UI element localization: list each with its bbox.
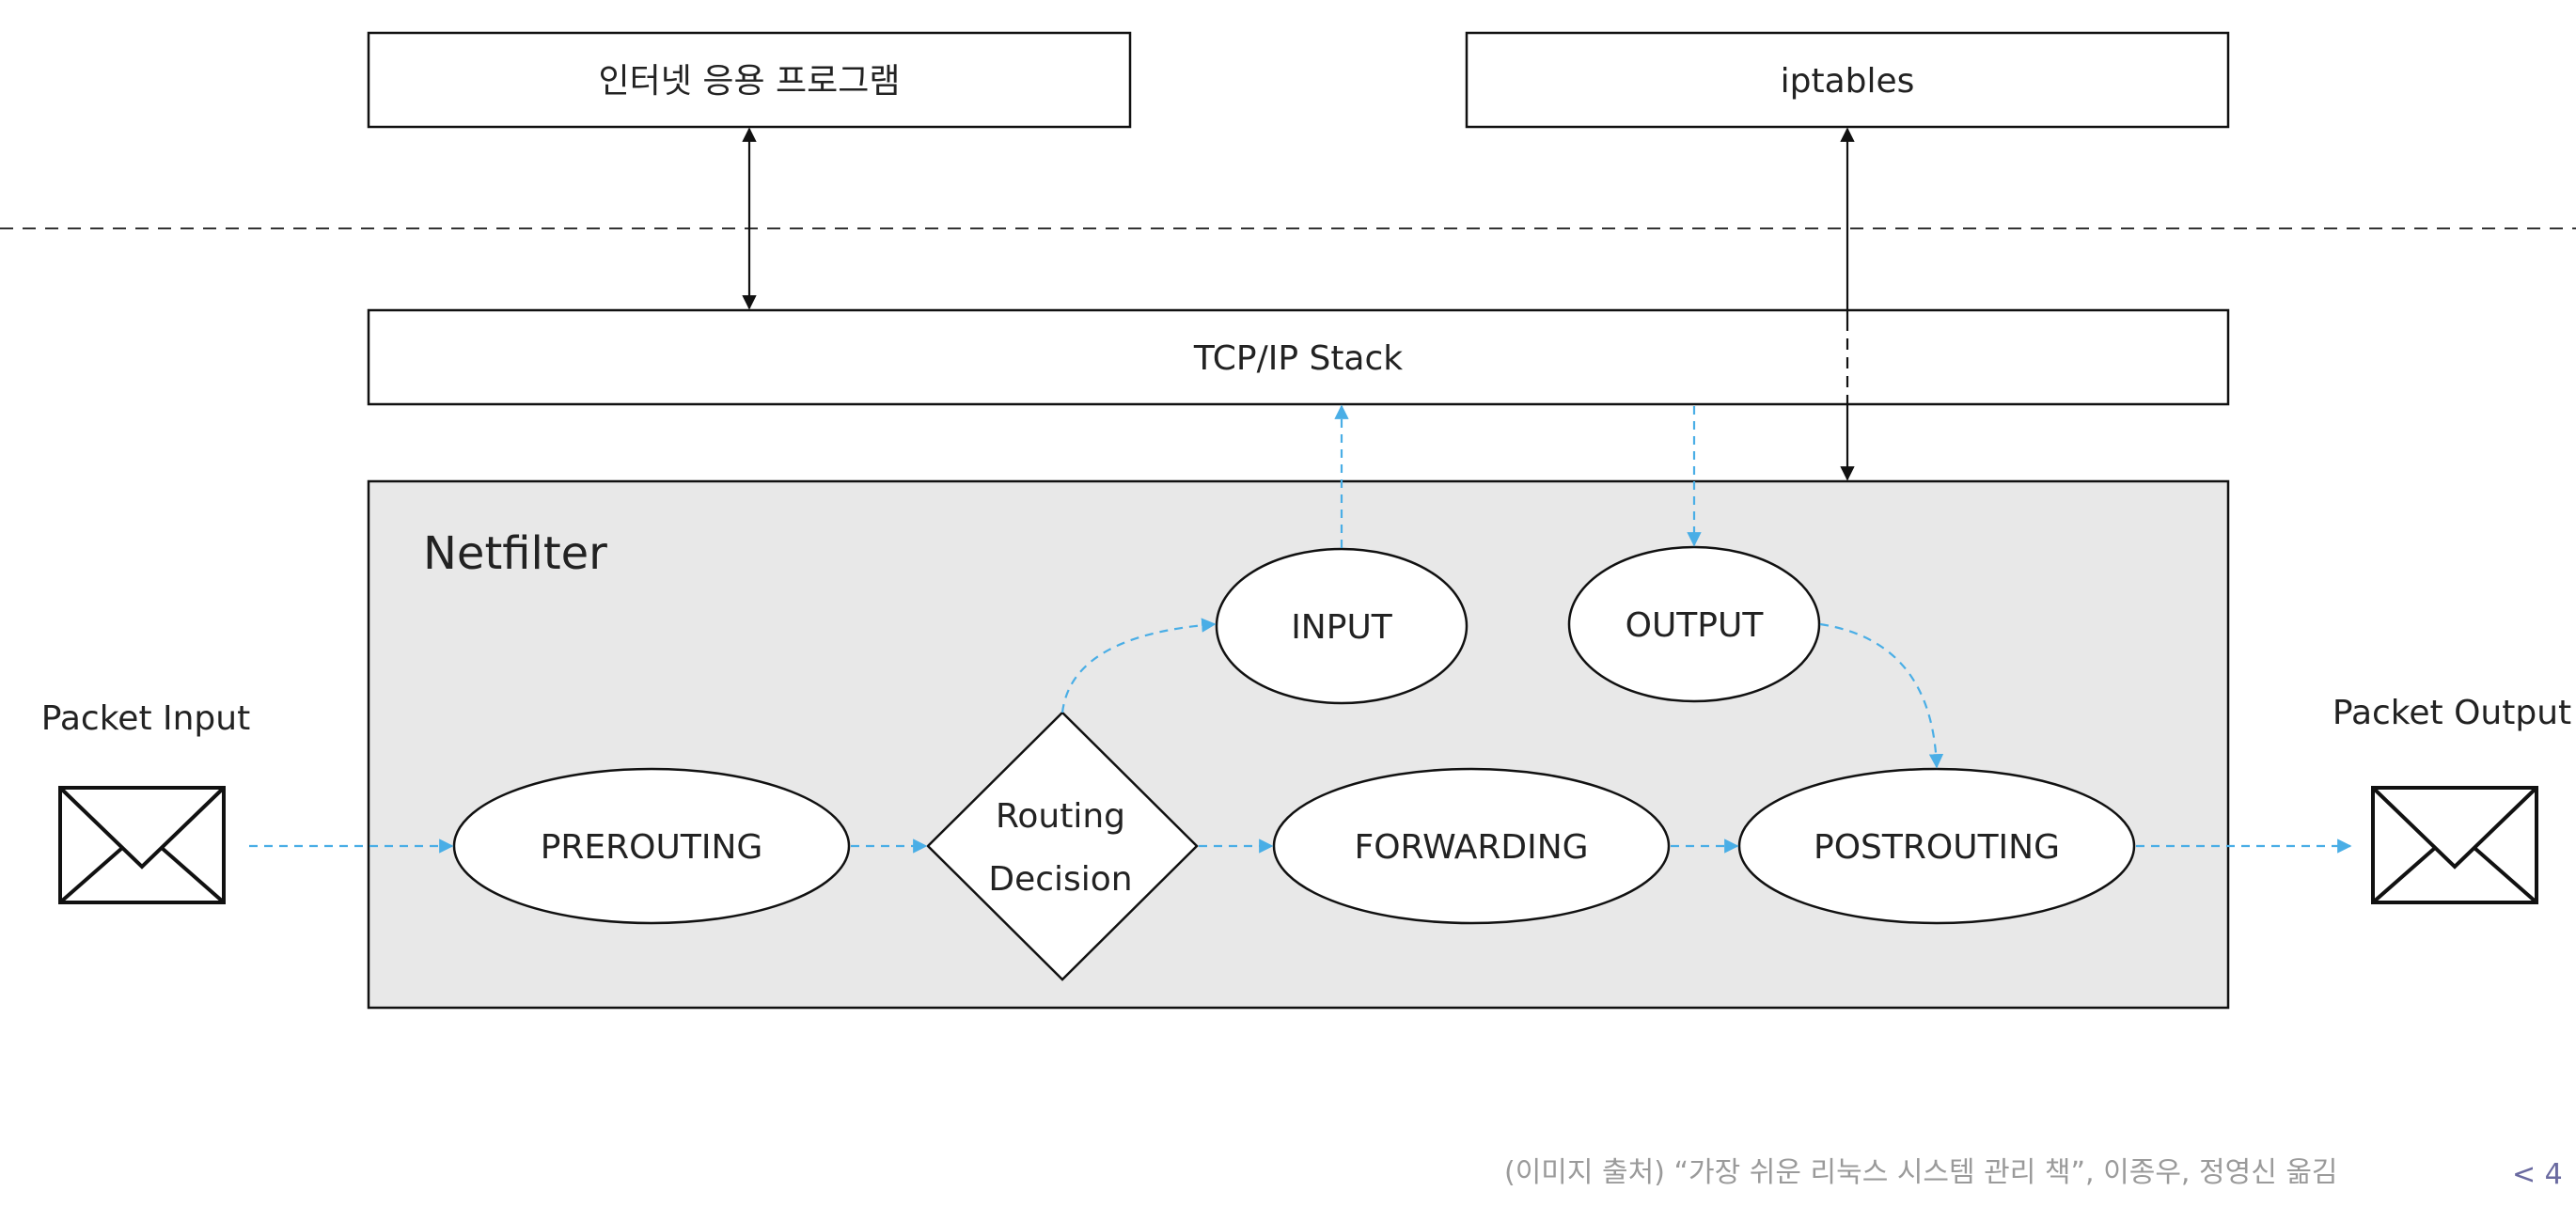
prerouting-label: PREROUTING — [541, 828, 763, 867]
postrouting-node — [1737, 767, 2136, 925]
routing-decision-node — [926, 711, 1199, 981]
iptables-label: iptables — [1781, 62, 1915, 101]
envelope-icon — [2371, 786, 2538, 904]
tcpip-stack-label: TCP/IP Stack — [1193, 339, 1403, 378]
output-node — [1567, 545, 1821, 703]
envelope-icon — [58, 786, 226, 904]
routing-decision-label-1: Routing — [996, 797, 1125, 836]
forwarding-label: FORWARDING — [1354, 828, 1588, 867]
routing-decision-label-2: Decision — [988, 860, 1132, 899]
packet-output-label: Packet Output — [2333, 694, 2571, 732]
prerouting-node — [452, 767, 851, 925]
tcpip-stack-box — [367, 308, 2230, 406]
page-indicator[interactable]: < 4 — [2512, 1158, 2563, 1191]
forwarding-node — [1272, 767, 1671, 925]
internet-app-label: 인터넷 응용 프로그램 — [599, 62, 901, 101]
postrouting-label: POSTROUTING — [1814, 828, 2060, 867]
flow-output-to-postrouting — [1819, 622, 1944, 769]
image-source-caption: (이미지 출처) “가장 쉬운 리눅스 시스템 관리 책”, 이종우, 정영신 … — [1504, 1156, 2338, 1189]
packet-input-label: Packet Input — [41, 699, 250, 738]
netfilter-title: Netfilter — [423, 527, 607, 580]
internet-app-box — [367, 31, 1132, 129]
iptables-box — [1465, 31, 2230, 129]
input-label: INPUT — [1291, 608, 1393, 647]
input-node — [1215, 547, 1469, 705]
output-label: OUTPUT — [1626, 606, 1765, 645]
flow-routing-to-input — [1060, 618, 1217, 713]
